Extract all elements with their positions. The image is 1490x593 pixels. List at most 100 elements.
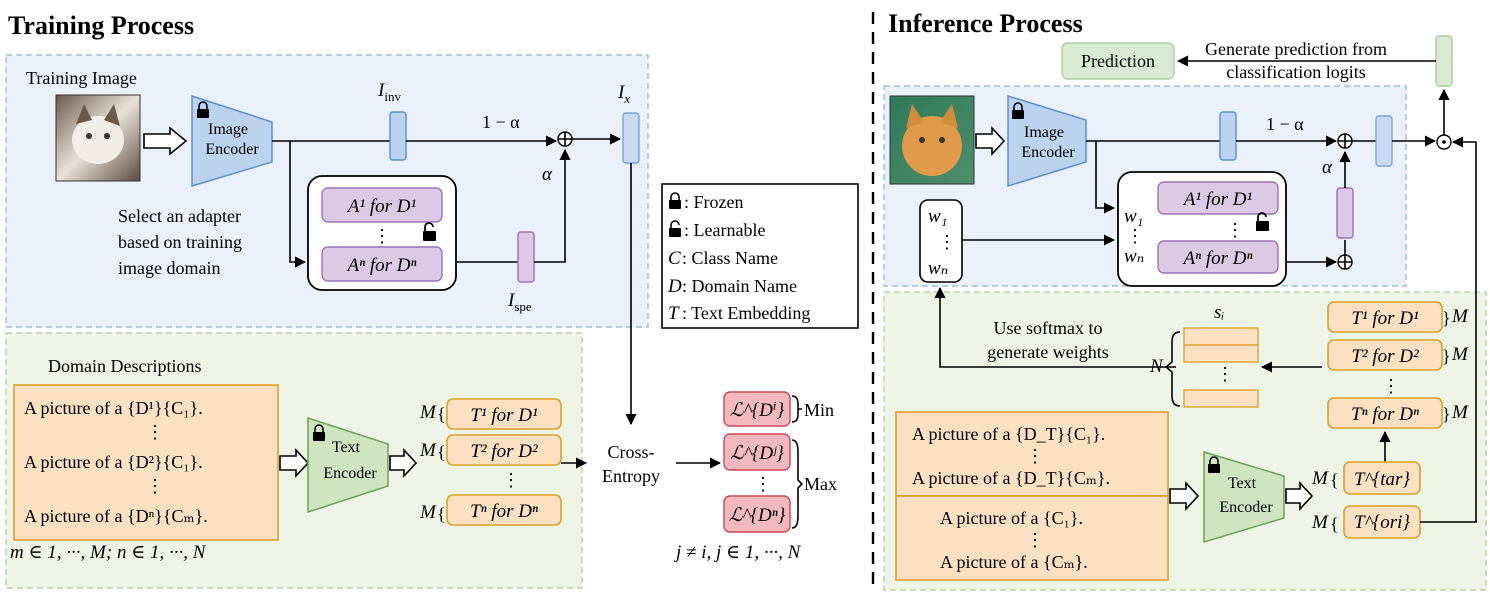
svg-text:M: M — [1451, 306, 1469, 327]
svg-text:}: } — [1442, 308, 1451, 328]
legend-learnable: : Learnable — [684, 220, 765, 240]
i-x-label: Ix — [617, 82, 630, 106]
select-adapter-line3: image domain — [118, 258, 220, 278]
svg-text:ℒ^{Dⁿ}: ℒ^{Dⁿ} — [729, 505, 786, 526]
lock-icon — [313, 424, 325, 441]
inference-title: Inference Process — [888, 9, 1083, 38]
desc-c-2: A picture of a {Cₘ}. — [940, 552, 1088, 572]
loss-j — [723, 433, 791, 471]
legend-d-desc: : Domain Name — [682, 276, 797, 296]
hollow-arrow — [143, 126, 188, 156]
inference-image-encoder: Image Encoder — [1007, 94, 1087, 188]
prediction-label: Prediction — [1081, 51, 1155, 71]
i-spe-embedding — [517, 231, 535, 283]
inference-text-encoder: Text Encoder — [1203, 450, 1285, 544]
i-inv-embedding — [389, 111, 407, 161]
svg-text:{: { — [437, 442, 446, 462]
legend-d-key: D — [667, 276, 682, 297]
svg-text:T¹ for D¹: T¹ for D¹ — [470, 405, 538, 426]
logits-embedding — [1435, 35, 1453, 87]
svg-text:T^{ori}: T^{ori} — [1354, 512, 1410, 533]
inference-t-2 — [1327, 339, 1443, 371]
inference-alpha: α — [1322, 157, 1333, 178]
weights-box — [919, 199, 963, 283]
svg-text:wₙ: wₙ — [1124, 246, 1144, 267]
generate-line1: Generate prediction from — [1205, 39, 1387, 59]
generate-line2: classification logits — [1226, 62, 1365, 82]
legend-c-key: C — [668, 248, 681, 269]
svg-text:M: M — [1311, 512, 1329, 533]
svg-text:⋮: ⋮ — [1126, 226, 1144, 246]
score-cell-n — [1183, 389, 1259, 408]
svg-text:T^{tar}: T^{tar} — [1354, 469, 1410, 490]
svg-text:{: { — [1330, 470, 1339, 490]
cross-entropy-line1: Cross- — [607, 442, 654, 462]
svg-text:{: { — [1330, 514, 1339, 534]
t-embedding-2 — [446, 434, 562, 466]
hollow-arrow — [975, 125, 1006, 157]
svg-text:Text: Text — [332, 439, 361, 456]
desc-3: A picture of a {Dⁿ}{Cₘ}. — [24, 506, 208, 526]
inference-adapter-n — [1157, 240, 1279, 274]
svg-text:Aⁿ for Dⁿ: Aⁿ for Dⁿ — [1182, 248, 1253, 269]
svg-text:Image: Image — [1024, 124, 1064, 141]
legend-t-desc: : Text Embedding — [682, 303, 810, 323]
svg-text:T¹ for D¹: T¹ for D¹ — [1351, 308, 1419, 329]
unlock-icon — [1256, 212, 1269, 231]
score-cell-2 — [1183, 344, 1259, 363]
lock-icon — [669, 192, 681, 209]
unlock-icon — [423, 222, 436, 241]
n-label: N — [1149, 356, 1164, 377]
training-title: Training Process — [8, 11, 194, 40]
softmax-line2: generate weights — [987, 342, 1108, 362]
i-x-embedding — [622, 112, 640, 164]
svg-text:M: M — [419, 502, 437, 523]
s-i-label: sᵢ — [1214, 302, 1224, 323]
svg-text:⋮: ⋮ — [1026, 530, 1044, 550]
svg-text:⋮: ⋮ — [1226, 220, 1244, 240]
svg-text:M: M — [419, 440, 437, 461]
t-embedding-1 — [446, 398, 562, 430]
hollow-arrow — [1169, 480, 1200, 512]
hollow-arrow — [389, 447, 418, 479]
svg-text:{: { — [437, 404, 446, 424]
svg-text:M: M — [1451, 344, 1469, 365]
softmax-line1: Use softmax to — [994, 318, 1103, 338]
inference-i-x — [1375, 115, 1393, 167]
hollow-arrow — [279, 447, 310, 479]
inference-t-n — [1327, 397, 1443, 429]
svg-text:}: } — [1442, 404, 1451, 424]
inference-i-inv — [1219, 111, 1237, 161]
description-box — [13, 384, 279, 541]
sum-node — [557, 131, 573, 147]
image-encoder: Image Encoder — [191, 94, 273, 188]
t-tar — [1343, 461, 1421, 495]
inference-t-1 — [1327, 301, 1443, 333]
svg-text:w₁: w₁ — [1124, 206, 1143, 227]
inference-adapter-1 — [1157, 181, 1279, 215]
svg-text:Text: Text — [1228, 475, 1257, 492]
loss-note: j ≠ i, j ∈ 1, ···, N — [673, 542, 802, 563]
svg-text:Image: Image — [208, 121, 248, 138]
training-cat-image — [55, 94, 141, 182]
loss-i — [723, 391, 791, 427]
text-encoder: Text Encoder — [307, 416, 389, 514]
domain-descriptions-title: Domain Descriptions — [48, 356, 201, 376]
select-adapter-line1: Select an adapter — [118, 206, 241, 226]
svg-text:M: M — [1451, 402, 1469, 423]
adapter-1 — [321, 187, 443, 223]
svg-text:⋮: ⋮ — [1216, 364, 1234, 384]
sum-node — [1337, 133, 1353, 149]
legend-c-desc: : Class Name — [682, 248, 778, 268]
svg-text:⋮: ⋮ — [146, 422, 164, 442]
svg-text:⋮: ⋮ — [502, 470, 520, 490]
svg-text:ℒ^{Dⁱ}: ℒ^{Dⁱ} — [730, 400, 785, 421]
svg-text:A¹ for D¹: A¹ for D¹ — [346, 196, 417, 217]
select-adapter-line2: based on training — [118, 232, 242, 252]
svg-text:T² for D²: T² for D² — [1351, 346, 1419, 367]
min-label: Min — [804, 400, 834, 420]
product-node — [1436, 134, 1452, 150]
i-spe-label: Ispe — [507, 290, 532, 314]
svg-text:{: { — [437, 504, 446, 524]
